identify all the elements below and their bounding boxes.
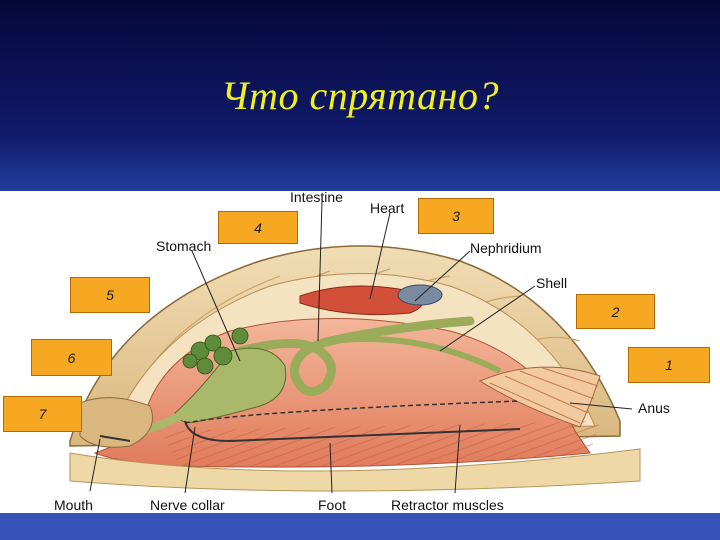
- marker-3[interactable]: 3: [418, 198, 494, 234]
- leader-lines: [89, 200, 633, 494]
- anatomy-illustration: [69, 200, 641, 494]
- label-heart: Heart: [370, 200, 405, 216]
- label-nerve-collar: Nerve collar: [150, 497, 225, 513]
- marker-1[interactable]: 1: [628, 347, 710, 383]
- stomach: [174, 347, 287, 423]
- marker-6[interactable]: 6: [31, 339, 112, 376]
- foot-sole: [69, 448, 641, 492]
- label-intestine: Intestine: [290, 189, 343, 205]
- anatomy-figure: Intestine Heart Stomach Nephridium Shell…: [0, 189, 720, 513]
- marker-5[interactable]: 5: [70, 277, 150, 313]
- marker-4[interactable]: 4: [218, 211, 298, 244]
- head: [79, 397, 153, 448]
- label-shell: Shell: [536, 275, 568, 291]
- marker-7[interactable]: 7: [3, 396, 82, 432]
- nerve-cord: [184, 420, 521, 443]
- bottom-bar: [0, 513, 720, 540]
- label-retractor-muscles: Retractor muscles: [391, 497, 504, 513]
- label-mouth: Mouth: [54, 497, 93, 513]
- label-stomach: Stomach: [156, 238, 212, 254]
- digestive-gland: [182, 327, 249, 375]
- intestine: [235, 316, 475, 397]
- marker-2[interactable]: 2: [576, 294, 655, 329]
- gill: [478, 366, 601, 428]
- label-nephridium: Nephridium: [470, 240, 542, 256]
- label-anus: Anus: [638, 400, 670, 416]
- label-foot: Foot: [318, 497, 347, 513]
- slide-title: Что спрятано?: [221, 73, 499, 118]
